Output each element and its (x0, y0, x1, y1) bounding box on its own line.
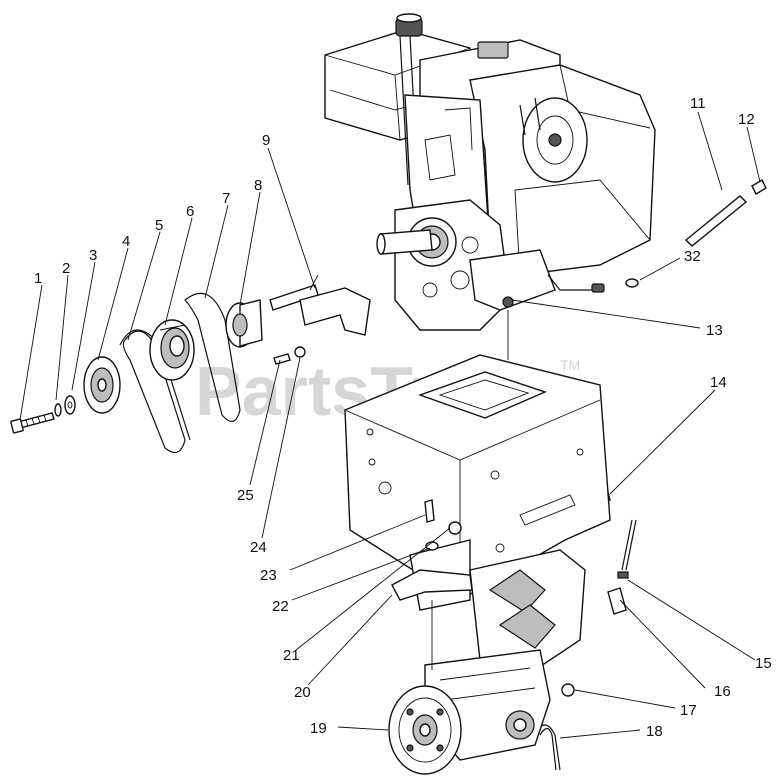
callout-20: 20 (294, 684, 311, 701)
callout-4: 4 (122, 233, 130, 250)
callout-13: 13 (706, 322, 723, 339)
callout-12: 12 (738, 111, 755, 128)
callout-24: 24 (250, 539, 267, 556)
frame-housing (344, 310, 611, 775)
callout-1: 1 (34, 270, 42, 287)
callout-2: 2 (62, 260, 70, 277)
callout-23: 23 (260, 567, 277, 584)
callout-25: 25 (237, 487, 254, 504)
callout-3: 3 (89, 247, 97, 264)
callout-7: 7 (222, 190, 230, 207)
callout-16: 16 (714, 683, 731, 700)
callout-8: 8 (254, 177, 262, 194)
callout-11: 11 (690, 95, 706, 112)
pulley-stack (10, 274, 371, 454)
callout-14: 14 (710, 374, 727, 391)
callout-32: 32 (684, 248, 701, 265)
callout-21: 21 (283, 647, 300, 664)
callout-18: 18 (646, 723, 663, 740)
engine (324, 13, 656, 331)
callout-5: 5 (155, 217, 163, 234)
callout-labels: 1 2 3 4 5 6 7 8 9 11 12 32 13 14 25 24 2… (34, 95, 772, 740)
callout-9: 9 (262, 132, 270, 149)
callout-15: 15 (755, 655, 772, 672)
watermark-tm: TM (560, 357, 580, 373)
callout-22: 22 (272, 598, 289, 615)
callout-6: 6 (186, 203, 194, 220)
callout-19: 19 (310, 720, 327, 737)
leader-lines (19, 111, 761, 739)
callout-17: 17 (680, 702, 697, 719)
